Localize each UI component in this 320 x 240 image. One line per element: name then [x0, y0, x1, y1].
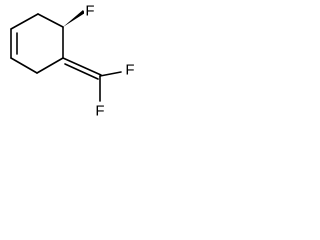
bond-ring-bottom [10, 57, 38, 74]
atom-label-bg [124, 61, 136, 78]
atom-label-bg [84, 2, 96, 19]
atom-label-f-right: F [125, 62, 134, 79]
atom-label-f-ring: F [85, 3, 94, 20]
chemical-structure: F F F [10, 2, 136, 120]
bond-cf2-upper [99, 71, 122, 77]
atom-label-bg [94, 102, 106, 119]
atom-label-f-bottom: F [95, 103, 104, 120]
bond-ring-upper-left [10, 13, 39, 30]
bond-exocyclic-double-inner [64, 63, 99, 80]
bond-ring-lower-right [36, 57, 64, 74]
stereo-wedge-bond [63, 10, 85, 27]
bond-ring-top [37, 13, 64, 28]
bond-exocyclic-double-outer [62, 57, 102, 76]
